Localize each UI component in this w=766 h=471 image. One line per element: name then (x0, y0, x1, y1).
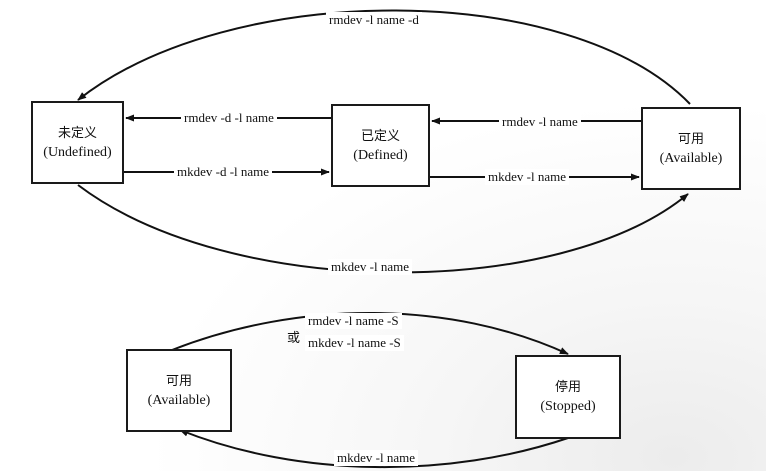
state-stopped-en: (Stopped) (540, 399, 596, 414)
state-available-lower-en: (Available) (147, 392, 211, 408)
state-available: 可用 (Available) (641, 107, 741, 190)
state-stopped: 停用 (Stopped) (515, 355, 621, 439)
label-or: 或 (287, 331, 301, 346)
label-defined-to-undefined: rmdev -d -l name (181, 110, 277, 126)
state-stopped-zh: 停用 (554, 380, 581, 395)
arc-stopped-to-available (179, 429, 569, 469)
label-stopped-to-available: mkdev -l name (334, 450, 418, 466)
state-undefined-zh: 未定义 (57, 125, 97, 141)
state-available-en: (Available) (659, 150, 723, 166)
state-defined-en: (Defined) (353, 147, 408, 163)
label-undefined-to-available: mkdev -l name (328, 259, 412, 275)
state-available-lower-zh: 可用 (165, 373, 192, 389)
arc-available-to-undefined (77, 9, 691, 105)
state-undefined: 未定义 (Undefined) (31, 101, 124, 184)
label-available-to-stopped-1: rmdev -l name -S (305, 313, 402, 329)
state-available-lower: 可用 (Available) (126, 349, 232, 432)
label-defined-to-available: mkdev -l name (485, 169, 569, 185)
label-undefined-to-defined: mkdev -d -l name (174, 164, 273, 180)
label-available-to-stopped-2: mkdev -l name -S (305, 335, 404, 351)
state-defined: 已定义 (Defined) (331, 104, 430, 187)
state-undefined-en: (Undefined) (43, 144, 112, 160)
label-available-to-undefined: rmdev -l name -d (326, 12, 422, 28)
state-available-zh: 可用 (677, 131, 704, 147)
label-available-to-defined: rmdev -l name (499, 114, 581, 130)
state-defined-zh: 已定义 (360, 128, 400, 144)
